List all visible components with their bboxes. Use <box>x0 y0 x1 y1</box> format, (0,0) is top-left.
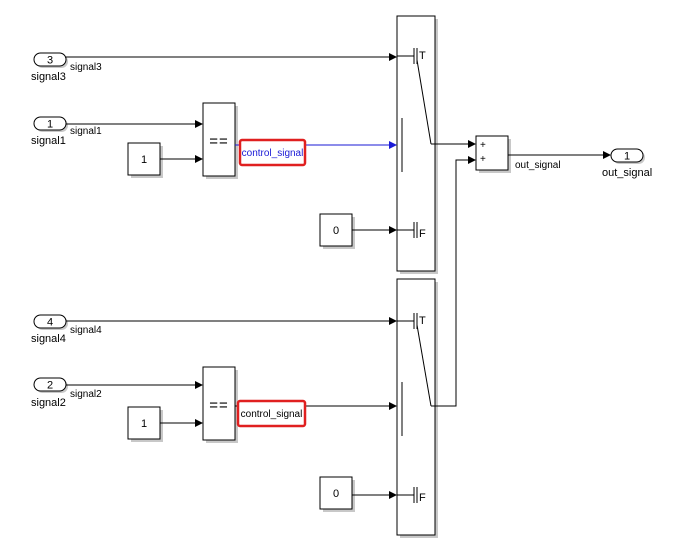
constant-false2-value: 0 <box>333 488 339 500</box>
constant-false1[interactable] <box>319 213 355 249</box>
switch2-false-label: F <box>419 492 426 504</box>
inport-signal2[interactable] <box>33 377 68 393</box>
relational-operator-1[interactable] <box>202 102 238 179</box>
inport-signal3-number: 3 <box>47 55 53 67</box>
control-signal-1-label: control_signal <box>242 148 304 159</box>
inport-signal3-name: signal3 <box>31 71 66 83</box>
relational-operator-2[interactable] <box>202 366 238 443</box>
outport-name: out_signal <box>602 167 652 179</box>
inport-signal4-name: signal4 <box>31 333 66 345</box>
signal-lines <box>66 53 611 499</box>
control-signal-1-highlight[interactable] <box>238 138 307 167</box>
sum-block[interactable] <box>475 135 511 173</box>
outport-out-signal[interactable] <box>610 148 645 164</box>
inport-signal4[interactable] <box>33 314 68 330</box>
inport-signal3[interactable] <box>33 52 68 68</box>
switch2-true-label: T <box>419 315 426 327</box>
inport-signal4-number: 4 <box>47 317 53 329</box>
inport-signal1[interactable] <box>33 116 68 132</box>
inport-signal2-number: 2 <box>47 380 53 392</box>
constant-false1-value: 0 <box>333 225 339 237</box>
sum-sign-1: + <box>480 140 486 151</box>
switch-block-1[interactable] <box>396 15 438 274</box>
inport-signal1-number: 1 <box>47 119 53 131</box>
outport-number: 1 <box>624 151 630 163</box>
relational-operator-2-symbol: == <box>209 397 229 414</box>
line-label-signal2: signal2 <box>70 389 102 400</box>
relational-operator-1-symbol: == <box>209 133 229 150</box>
line-label-signal4: signal4 <box>70 325 102 336</box>
control-signal-2-label: control_signal <box>241 409 303 420</box>
switch1-true-label: T <box>419 50 426 62</box>
line-label-out-signal: out_signal <box>515 160 561 171</box>
sum-sign-2: + <box>480 154 486 165</box>
constant-false2[interactable] <box>319 476 355 512</box>
control-signal-2-highlight[interactable] <box>236 399 307 428</box>
constant-cmp1-value: 1 <box>141 154 147 166</box>
switch1-false-label: F <box>419 228 426 240</box>
line-label-signal1: signal1 <box>70 126 102 137</box>
constant-cmp2-value: 1 <box>141 418 147 430</box>
constant-cmp1[interactable] <box>127 142 163 178</box>
constant-cmp2[interactable] <box>127 406 163 442</box>
line-label-signal3: signal3 <box>70 62 102 73</box>
inport-signal2-name: signal2 <box>31 397 66 409</box>
inport-signal1-name: signal1 <box>31 135 66 147</box>
switch-block-2[interactable] <box>396 278 438 538</box>
